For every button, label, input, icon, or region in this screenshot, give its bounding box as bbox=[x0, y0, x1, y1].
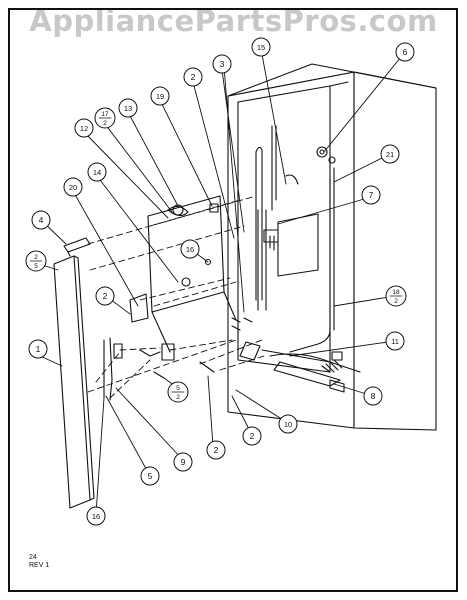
fraction-top: 17 bbox=[101, 111, 109, 118]
callout-14: 14 bbox=[87, 162, 107, 182]
callout-label: 6 bbox=[403, 47, 408, 57]
condenser-tube bbox=[289, 146, 336, 353]
cabinet bbox=[227, 63, 437, 431]
callout-7: 7 bbox=[361, 185, 381, 205]
control-housing bbox=[147, 195, 237, 353]
fraction-bottom: 5 bbox=[34, 263, 38, 270]
callout-label: 7 bbox=[369, 190, 374, 200]
callout-label: 14 bbox=[93, 168, 101, 177]
fraction-callout-2-5: 25 bbox=[25, 250, 47, 272]
callout-label: 10 bbox=[284, 420, 292, 429]
callout-1: 1 bbox=[28, 339, 48, 359]
callout-3: 3 bbox=[212, 54, 232, 74]
callout-2d: 2 bbox=[242, 426, 262, 446]
base-components bbox=[231, 317, 361, 393]
fraction-bottom: 2 bbox=[176, 394, 180, 401]
callout-label: 2 bbox=[250, 431, 255, 441]
callout-label: 4 bbox=[39, 215, 44, 225]
callout-label: 20 bbox=[69, 183, 77, 192]
callout-label: 2 bbox=[214, 445, 219, 455]
door-trim-strip bbox=[53, 255, 95, 509]
insulation-pad bbox=[129, 293, 149, 323]
fraction-top: 5 bbox=[176, 385, 180, 392]
revision-label: REV 1 bbox=[29, 562, 50, 569]
callout-4: 4 bbox=[31, 210, 51, 230]
callout-8: 8 bbox=[363, 386, 383, 406]
fraction-callout-18-2: 182 bbox=[385, 285, 407, 307]
diagram-frame bbox=[8, 8, 458, 592]
callout-10: 10 bbox=[278, 414, 298, 434]
callout-label: 8 bbox=[371, 391, 376, 401]
callout-label: 2 bbox=[191, 72, 196, 82]
callout-label: 3 bbox=[220, 59, 225, 69]
callout-label: 9 bbox=[181, 457, 186, 467]
callout-16b: 16 bbox=[86, 506, 106, 526]
fraction-top: 18 bbox=[392, 289, 400, 296]
callout-21: 21 bbox=[380, 144, 400, 164]
page-number: 24 bbox=[29, 554, 37, 561]
assembly-guide-lines bbox=[87, 195, 265, 399]
fraction-top: 2 bbox=[34, 254, 38, 261]
callout-label: 11 bbox=[391, 337, 399, 346]
callout-label: 5 bbox=[148, 471, 153, 481]
callout-5: 5 bbox=[140, 466, 160, 486]
callout-20: 20 bbox=[63, 177, 83, 197]
callout-label: 21 bbox=[386, 150, 394, 159]
callout-label: 19 bbox=[156, 92, 164, 101]
callout-6: 6 bbox=[395, 42, 415, 62]
fraction-callout-17-2: 172 bbox=[94, 107, 116, 129]
label-plate bbox=[277, 213, 319, 277]
fraction-callout-5-2: 52 bbox=[167, 381, 189, 403]
callout-2b: 2 bbox=[95, 286, 115, 306]
callout-label: 2 bbox=[103, 291, 108, 301]
callout-15: 15 bbox=[251, 37, 271, 57]
callout-label: 16 bbox=[186, 245, 194, 254]
callout-label: 16 bbox=[92, 512, 100, 521]
callout-19: 19 bbox=[150, 86, 170, 106]
callout-label: 1 bbox=[36, 344, 41, 354]
callout-2c: 2 bbox=[206, 440, 226, 460]
evaporator-tubing bbox=[255, 125, 299, 311]
wiring-harness bbox=[103, 337, 215, 401]
callout-9: 9 bbox=[173, 452, 193, 472]
callout-13: 13 bbox=[118, 98, 138, 118]
fraction-bottom: 2 bbox=[103, 120, 107, 127]
callout-label: 13 bbox=[124, 104, 132, 113]
bracket bbox=[63, 237, 91, 257]
callout-label: 15 bbox=[257, 43, 265, 52]
callout-12: 12 bbox=[74, 118, 94, 138]
callout-11: 11 bbox=[385, 331, 405, 351]
callout-label: 12 bbox=[80, 124, 88, 133]
callout-2a: 2 bbox=[183, 67, 203, 87]
fraction-bottom: 2 bbox=[394, 298, 398, 305]
callout-16a: 16 bbox=[180, 239, 200, 259]
callout-markers: 1222234567891011121314151616192021172255… bbox=[25, 37, 415, 526]
